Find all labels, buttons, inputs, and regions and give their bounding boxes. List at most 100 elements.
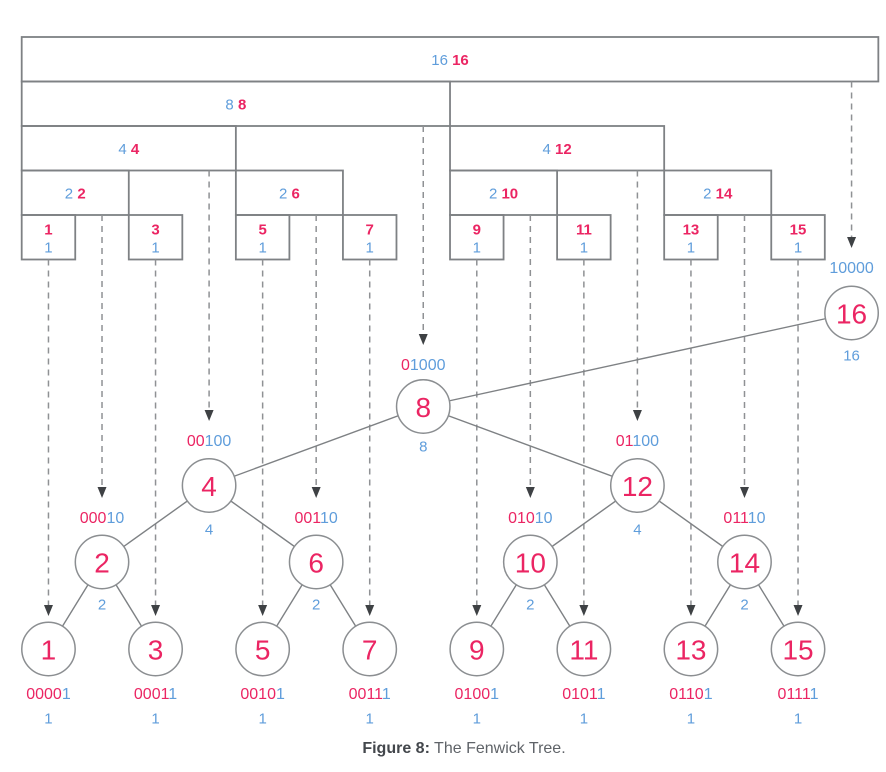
arrowhead-3: [151, 605, 161, 616]
node-value-1: 1: [44, 711, 52, 728]
leaf-box-value-5: 1: [258, 240, 266, 257]
binary-label-16: 10000: [829, 260, 874, 277]
leaf-box-index-5: 5: [258, 222, 266, 239]
range-box-label-2: 2 2: [65, 185, 86, 202]
tree-node-label-10: 10: [515, 548, 546, 579]
leaf-box-value-13: 1: [687, 240, 695, 257]
binary-label-9: 01001: [455, 686, 500, 703]
range-box-label-16: 16 16: [431, 52, 469, 69]
node-value-9: 1: [473, 711, 481, 728]
binary-label-14: 01110: [723, 510, 765, 527]
binary-label-6: 00110: [295, 510, 338, 527]
leaf-box-index-1: 1: [44, 222, 52, 239]
node-value-13: 1: [687, 711, 695, 728]
tree-edge-8-12: [423, 405, 638, 487]
binary-label-15: 01111: [778, 686, 819, 703]
tree-node-circle-6: [288, 534, 344, 590]
tree-node-circle-13: [663, 621, 719, 677]
figure-caption-label: Figure 8:: [362, 740, 430, 757]
range-box-label-4: 4 4: [118, 141, 140, 158]
tree-edge-8-4: [208, 405, 424, 487]
node-value-12: 4: [633, 522, 641, 539]
arrowhead-12: [632, 410, 642, 421]
leaf-box-value-3: 1: [151, 240, 159, 257]
tree-edge-16-8: [423, 312, 852, 408]
leaf-box-value-7: 1: [366, 240, 374, 257]
tree-node-label-13: 13: [675, 635, 706, 666]
tree-node-circle-9: [449, 621, 505, 677]
tree-node-circle-10: [502, 534, 558, 590]
range-box-label-6: 2 6: [279, 185, 300, 202]
arrowhead-6: [311, 487, 321, 498]
leaf-box-index-9: 9: [473, 222, 481, 239]
arrowhead-5: [258, 605, 268, 616]
tree-node-circle-16: [824, 285, 880, 341]
tree-node-circle-14: [717, 534, 772, 590]
tree-node-label-7: 7: [362, 635, 378, 666]
tree-node-label-5: 5: [255, 635, 271, 666]
tree-node-label-9: 9: [469, 635, 485, 666]
arrowhead-9: [472, 605, 482, 616]
node-value-2: 2: [98, 597, 106, 614]
node-value-16: 16: [843, 348, 860, 365]
leaf-box-index-13: 13: [683, 222, 700, 239]
binary-label-5: 00101: [240, 686, 285, 703]
arrowhead-1: [43, 605, 53, 616]
range-box-label-8: 8 8: [225, 96, 246, 113]
tree-node-label-6: 6: [308, 548, 324, 579]
range-box-label-14: 2 14: [703, 185, 733, 202]
leaf-box-index-7: 7: [366, 222, 374, 239]
arrowhead-16: [847, 237, 857, 248]
arrowhead-13: [686, 605, 696, 616]
binary-label-3: 00011: [134, 686, 177, 703]
tree-node-label-4: 4: [201, 471, 217, 502]
tree-node-circle-4: [181, 458, 237, 513]
binary-label-11: 01011: [562, 686, 605, 703]
leaf-box-index-15: 15: [790, 222, 807, 239]
node-value-6: 2: [312, 597, 320, 614]
figure-caption-text: The Fenwick Tree.: [429, 740, 566, 757]
binary-label-12: 01100: [616, 433, 659, 450]
tree-node-circle-12: [609, 458, 665, 513]
binary-label-2: 00010: [80, 510, 125, 527]
node-value-11: 1: [580, 711, 588, 728]
range-box-label-10: 2 10: [489, 185, 518, 202]
arrowhead-14: [739, 487, 749, 498]
tree-node-circle-7: [342, 621, 398, 677]
node-value-14: 2: [740, 597, 748, 614]
leaf-box-value-11: 1: [580, 240, 588, 257]
figure-caption: Figure 8: The Fenwick Tree.: [0, 740, 886, 758]
node-value-4: 4: [205, 522, 213, 539]
arrowhead-10: [525, 487, 535, 498]
arrowhead-11: [579, 605, 589, 616]
arrowhead-2: [97, 487, 107, 498]
tree-node-label-2: 2: [94, 548, 110, 579]
node-value-3: 1: [151, 711, 159, 728]
node-value-7: 1: [366, 711, 374, 728]
binary-label-8: 01000: [401, 357, 446, 374]
tree-node-label-3: 3: [148, 635, 164, 666]
tree-node-circle-3: [128, 621, 184, 677]
tree-node-label-11: 11: [569, 635, 598, 666]
leaf-box-index-11: 11: [576, 222, 592, 239]
leaf-box-value-15: 1: [794, 240, 802, 257]
tree-node-label-14: 14: [729, 548, 760, 579]
tree-node-label-15: 15: [782, 635, 813, 666]
binary-label-1: 00001: [26, 686, 71, 703]
leaf-box-index-3: 3: [151, 222, 159, 239]
binary-label-13: 01101: [669, 686, 712, 703]
tree-node-label-12: 12: [622, 471, 653, 502]
binary-label-4: 00100: [187, 433, 232, 450]
node-value-5: 1: [258, 711, 266, 728]
tree-node-label-1: 1: [41, 635, 57, 666]
tree-node-circle-8: [395, 379, 451, 434]
range-box-label-12: 4 12: [542, 141, 571, 158]
arrowhead-15: [793, 605, 803, 616]
arrowhead-8: [418, 334, 428, 345]
binary-label-10: 01010: [508, 510, 553, 527]
tree-node-circle-11: [556, 621, 612, 677]
tree-node-circle-2: [74, 534, 130, 590]
tree-node-circle-1: [21, 621, 76, 677]
